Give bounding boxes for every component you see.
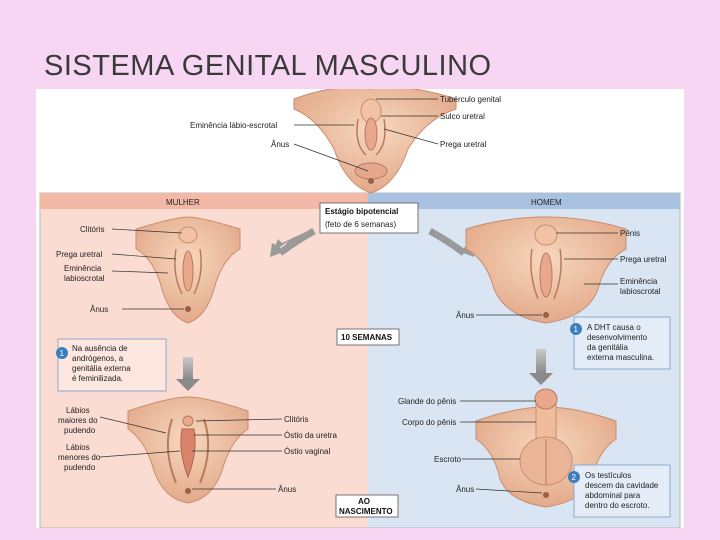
stage-box-birth: [335, 494, 399, 518]
slide-title: SISTEMA GENITAL MASCULINO: [44, 50, 492, 82]
note-male-2-line-2: descem da cavidade: [585, 481, 659, 490]
label-eminencia-male-2: labioscrotal: [620, 287, 661, 296]
female-10-weeks-genitalia: [135, 216, 241, 324]
label-labios-menores-3: pudendo: [64, 463, 96, 472]
note-male-1-line-2: desenvolvimento: [587, 333, 648, 342]
bipotential-genitalia: [293, 89, 457, 194]
stage-10-weeks: 10 SEMANAS: [341, 333, 393, 342]
label-escroto: Escroto: [434, 455, 462, 464]
note-male-2-badge: [568, 471, 580, 483]
note-male-1-line-1: A DHT causa o: [587, 323, 641, 332]
note-male-1-box: [573, 316, 671, 370]
label-anus-male-10w: Ânus: [456, 311, 474, 320]
stage-birth-line-2: NASCIMENTO: [339, 507, 393, 516]
label-eminencia-female-2: labioscrotal: [64, 274, 105, 283]
stage-bipotential-title: Estágio bipotencial: [325, 207, 398, 216]
label-prega-uretral-top: Prega uretral: [440, 140, 486, 149]
label-anus-male-birth: Ânus: [456, 485, 474, 494]
label-prega-uretral-male: Prega uretral: [620, 255, 666, 264]
label-ostio-uretra: Óstio da uretra: [284, 431, 337, 440]
note-male-2-number: 2: [572, 473, 577, 482]
arrow-male-down: [529, 349, 553, 385]
note-female-line-3: genitália externa: [72, 364, 131, 373]
label-labios-maiores-1: Lábios: [66, 406, 90, 415]
label-anus-female-birth: Ânus: [278, 485, 296, 494]
stage-box-bipotential: [319, 202, 419, 234]
label-anus-top: Ânus: [271, 140, 289, 149]
label-clitoris-birth: Clitóris: [284, 415, 308, 424]
label-tuberculo-genital: Tubérculo genital: [440, 95, 501, 104]
note-male-1-number: 1: [574, 325, 579, 334]
label-penis-10w: Pênis: [620, 229, 640, 238]
note-male-1-line-4: externa masculina.: [587, 353, 654, 362]
note-female-line-2: andrógenos, a: [72, 354, 124, 363]
header-homem: HOMEM: [531, 198, 562, 207]
label-clitoris-10w: Clitóris: [80, 225, 104, 234]
label-eminencia-labio-escrotal: Eminência lábio-escrotal: [190, 121, 277, 130]
label-sulco-uretral: Sulco uretral: [440, 112, 485, 121]
female-birth-genitalia: [127, 396, 249, 504]
note-male-1-line-3: da genitália: [587, 343, 628, 352]
note-male-2-line-3: abdominal para: [585, 491, 641, 500]
label-anus-female-10w: Ânus: [90, 305, 108, 314]
label-labios-maiores-2: maiores do: [58, 416, 98, 425]
sexual-differentiation-figure: Tubérculo genital Sulco uretral Eminênci…: [36, 89, 684, 528]
stage-birth-line-1: AO: [358, 497, 370, 506]
note-male-2-line-1: Os testículos: [585, 471, 631, 480]
header-bar-male: [368, 193, 680, 209]
label-eminencia-male-1: Eminência: [620, 277, 658, 286]
note-male-1-badge: [570, 323, 582, 335]
note-male-2-line-4: dentro do escroto.: [585, 501, 649, 510]
note-male-2-box: [573, 464, 671, 518]
label-corpo-penis: Corpo do pênis: [402, 418, 456, 427]
label-glande: Glande do pênis: [398, 397, 456, 406]
note-female-line-4: é feminilizada.: [72, 374, 123, 383]
arrow-female-down: [176, 357, 200, 391]
stage-bipotential-subtitle: (feto de 6 semanas): [325, 220, 396, 229]
label-labios-menores-2: menores do: [58, 453, 101, 462]
header-mulher: MULHER: [166, 198, 200, 207]
note-female-number: 1: [60, 349, 65, 358]
header-bar-female: [40, 193, 368, 209]
label-ostio-vaginal: Óstio vaginal: [284, 447, 330, 456]
male-10-weeks-genitalia: [465, 216, 627, 324]
note-female-box: [57, 338, 167, 392]
label-prega-uretral-female: Prega uretral: [56, 250, 102, 259]
label-labios-menores-1: Lábios: [66, 443, 90, 452]
label-eminencia-female-1: Eminência: [64, 264, 102, 273]
label-labios-maiores-3: pudendo: [64, 426, 96, 435]
note-female-line-1: Na ausência de: [72, 344, 128, 353]
note-female-badge: [56, 347, 68, 359]
stage-box-10-weeks: [336, 328, 400, 346]
